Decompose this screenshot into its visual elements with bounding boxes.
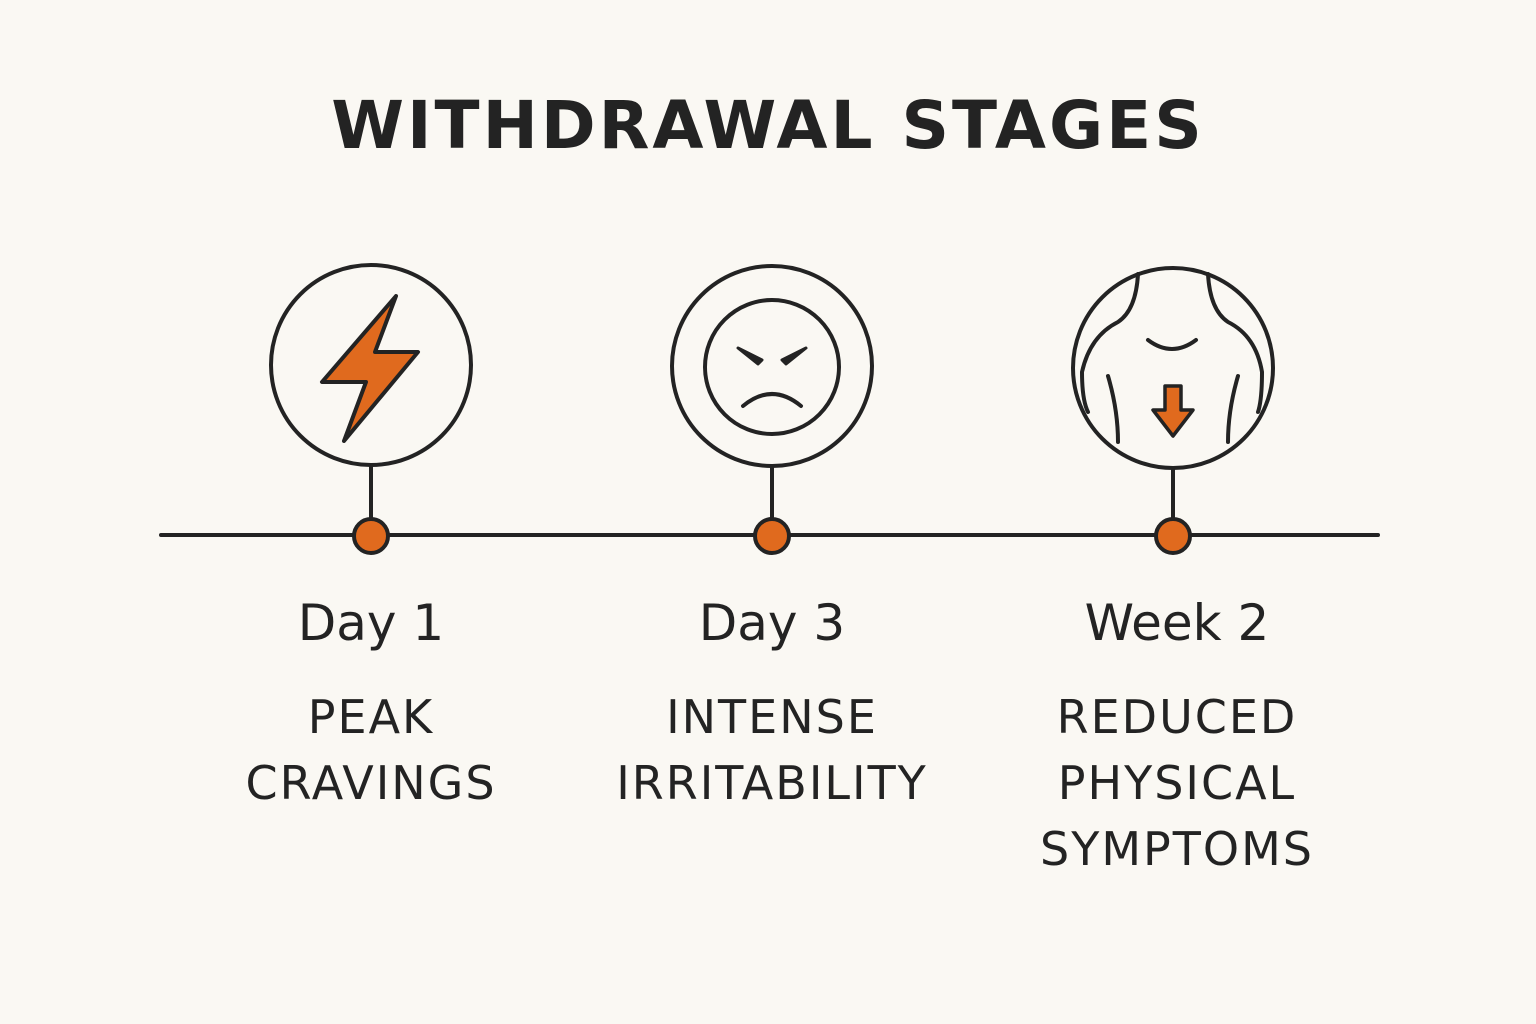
stage-3-label: Week 2 <box>1084 594 1270 652</box>
stage-3-dot <box>1154 517 1192 555</box>
stage-2-marker <box>670 264 874 555</box>
stage-2-description: INTENSE IRRITABILITY <box>616 690 928 810</box>
stage-2-dot <box>753 517 791 555</box>
stage-3-description: REDUCED PHYSICAL SYMPTOMS <box>1040 690 1314 876</box>
stage-1-description: PEAK CRAVINGS <box>245 690 497 810</box>
stage-2-label: Day 3 <box>698 594 846 652</box>
stage-1-dot <box>352 517 390 555</box>
stage-1-marker <box>269 263 473 555</box>
lightning-bolt-icon <box>320 294 420 443</box>
stage-1-label: Day 1 <box>297 594 445 652</box>
diagram-title: WITHDRAWAL STAGES <box>331 87 1205 164</box>
stage-3-icon-circle <box>1071 266 1275 470</box>
body-down-arrow-icon <box>1079 272 1265 444</box>
stage-3-marker <box>1071 266 1275 555</box>
angry-face-icon <box>703 298 841 436</box>
